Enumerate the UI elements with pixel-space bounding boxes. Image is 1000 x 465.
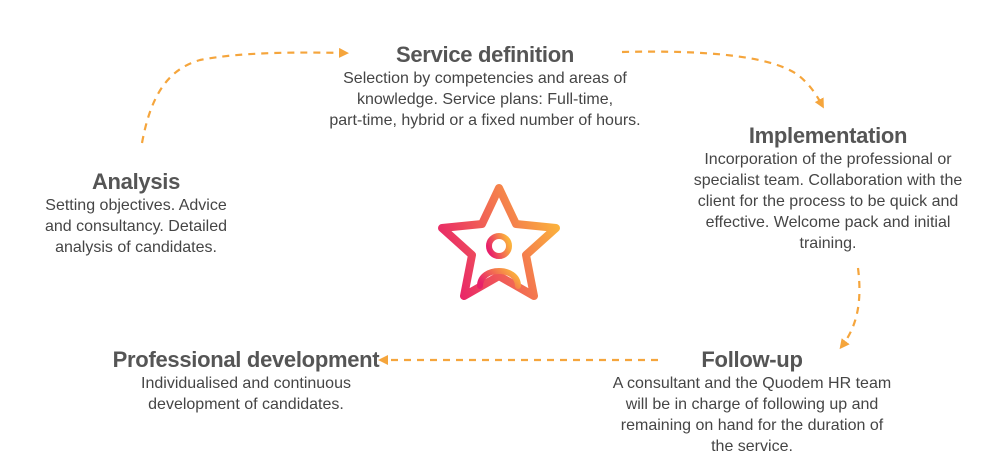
step-description-line: part-time, hybrid or a fixed number of h… <box>329 112 641 129</box>
step-description: Incorporation of the professional or spe… <box>662 149 994 254</box>
step-description-line: effective. Welcome pack and initial <box>705 214 951 231</box>
step-description: Selection by competencies and areas of k… <box>290 68 680 131</box>
step-title: Implementation <box>748 123 908 148</box>
arrow-implementation-to-followup <box>839 267 861 350</box>
step-description-line: training. <box>799 235 857 252</box>
step-description-line: Selection by competencies and areas of <box>343 70 627 87</box>
arrow-analysis-to-service <box>140 47 349 144</box>
star-outline <box>438 184 560 300</box>
step-description-line: analysis of candidates. <box>55 239 217 256</box>
step-title: Analysis <box>91 169 181 194</box>
step-description: A consultant and the Quodem HR team will… <box>580 373 924 457</box>
step-analysis: Analysis Setting objectives. Advice and … <box>20 169 252 258</box>
step-description-line: knowledge. Service plans: Full-time, <box>356 91 614 108</box>
step-title: Follow-up <box>701 347 803 372</box>
step-description-line: specialist team. Collaboration with the <box>693 172 963 189</box>
step-description-line: Incorporation of the professional or <box>704 151 952 168</box>
person-head <box>486 233 512 259</box>
person-body <box>477 268 521 289</box>
step-description-line: A consultant and the Quodem HR team <box>612 375 892 392</box>
step-description-line: Setting objectives. Advice <box>45 197 227 214</box>
step-title: Service definition <box>396 42 574 67</box>
step-description-line: the service. <box>711 438 793 455</box>
step-description: Individualised and continuous developmen… <box>104 373 388 415</box>
step-professional-development: Professional development Individualised … <box>104 347 388 415</box>
step-description-line: client for the process to be quick and <box>697 193 959 210</box>
step-description-line: development of candidates. <box>148 396 344 413</box>
step-service-definition: Service definition Selection by competen… <box>290 42 680 131</box>
step-description-line: and consultancy. Detailed <box>44 218 228 235</box>
step-description-line: remaining on hand for the duration of <box>620 417 884 434</box>
step-follow-up: Follow-up A consultant and the Quodem HR… <box>580 347 924 457</box>
step-description: Setting objectives. Advice and consultan… <box>20 195 252 258</box>
arrow-service-to-implementation <box>621 50 824 109</box>
star-person-icon <box>438 184 560 300</box>
step-implementation: Implementation Incorporation of the prof… <box>662 123 994 254</box>
step-title: Professional development <box>112 347 380 372</box>
step-description-line: Individualised and continuous <box>141 375 351 392</box>
step-description-line: will be in charge of following up and <box>625 396 879 413</box>
